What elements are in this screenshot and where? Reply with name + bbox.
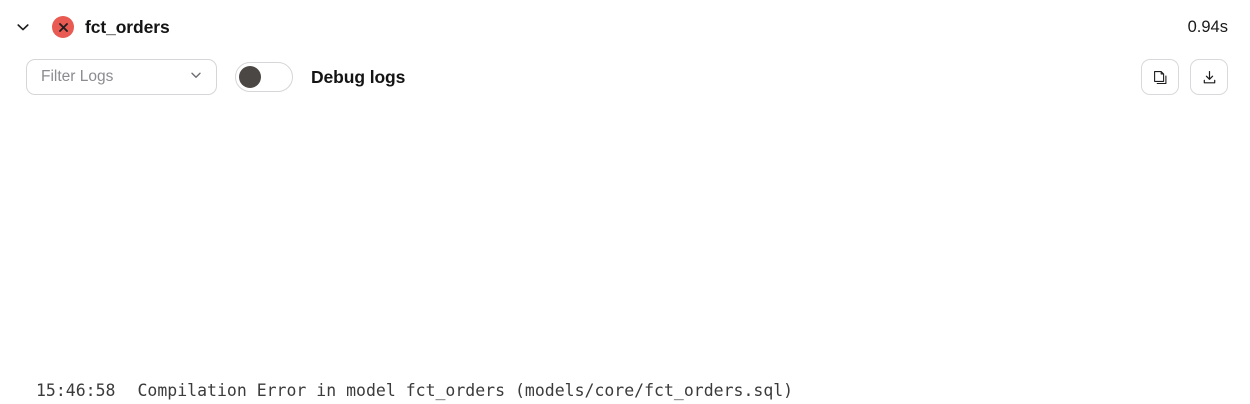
filter-logs-dropdown[interactable]: Filter Logs [26,59,217,95]
log-toolbar: Filter Logs Debug logs [0,54,1250,100]
chevron-down-icon [189,68,203,87]
download-logs-button[interactable] [1190,59,1228,95]
toggle-knob [239,66,261,88]
debug-logs-toggle[interactable] [235,62,293,92]
copy-logs-button[interactable] [1141,59,1179,95]
debug-logs-label: Debug logs [311,66,406,87]
log-line-text-0: Compilation Error in model fct_orders (m… [137,381,794,400]
error-circle-x-icon [52,16,74,38]
log-line: 15:46:58 Compilation Error in model fct_o… [36,375,1250,404]
model-name-title: fct_orders [85,16,170,37]
log-timestamp: 15:46:58 [36,381,116,400]
elapsed-time: 0.94s [1187,17,1228,36]
log-entry: 15:46:58 Compilation Error in model fct_o… [0,262,1250,404]
copy-icon [1152,69,1169,86]
log-output-area[interactable]: — — . 15:46:58 Compilation Error in model… [0,100,1250,404]
download-icon [1201,69,1218,86]
chevron-down-icon [15,19,31,35]
collapse-toggle-button[interactable] [8,12,38,42]
clipped-previous-log-line: — — . [0,100,1250,116]
log-panel-header: fct_orders 0.94s [0,0,1250,54]
filter-logs-label: Filter Logs [41,68,114,85]
